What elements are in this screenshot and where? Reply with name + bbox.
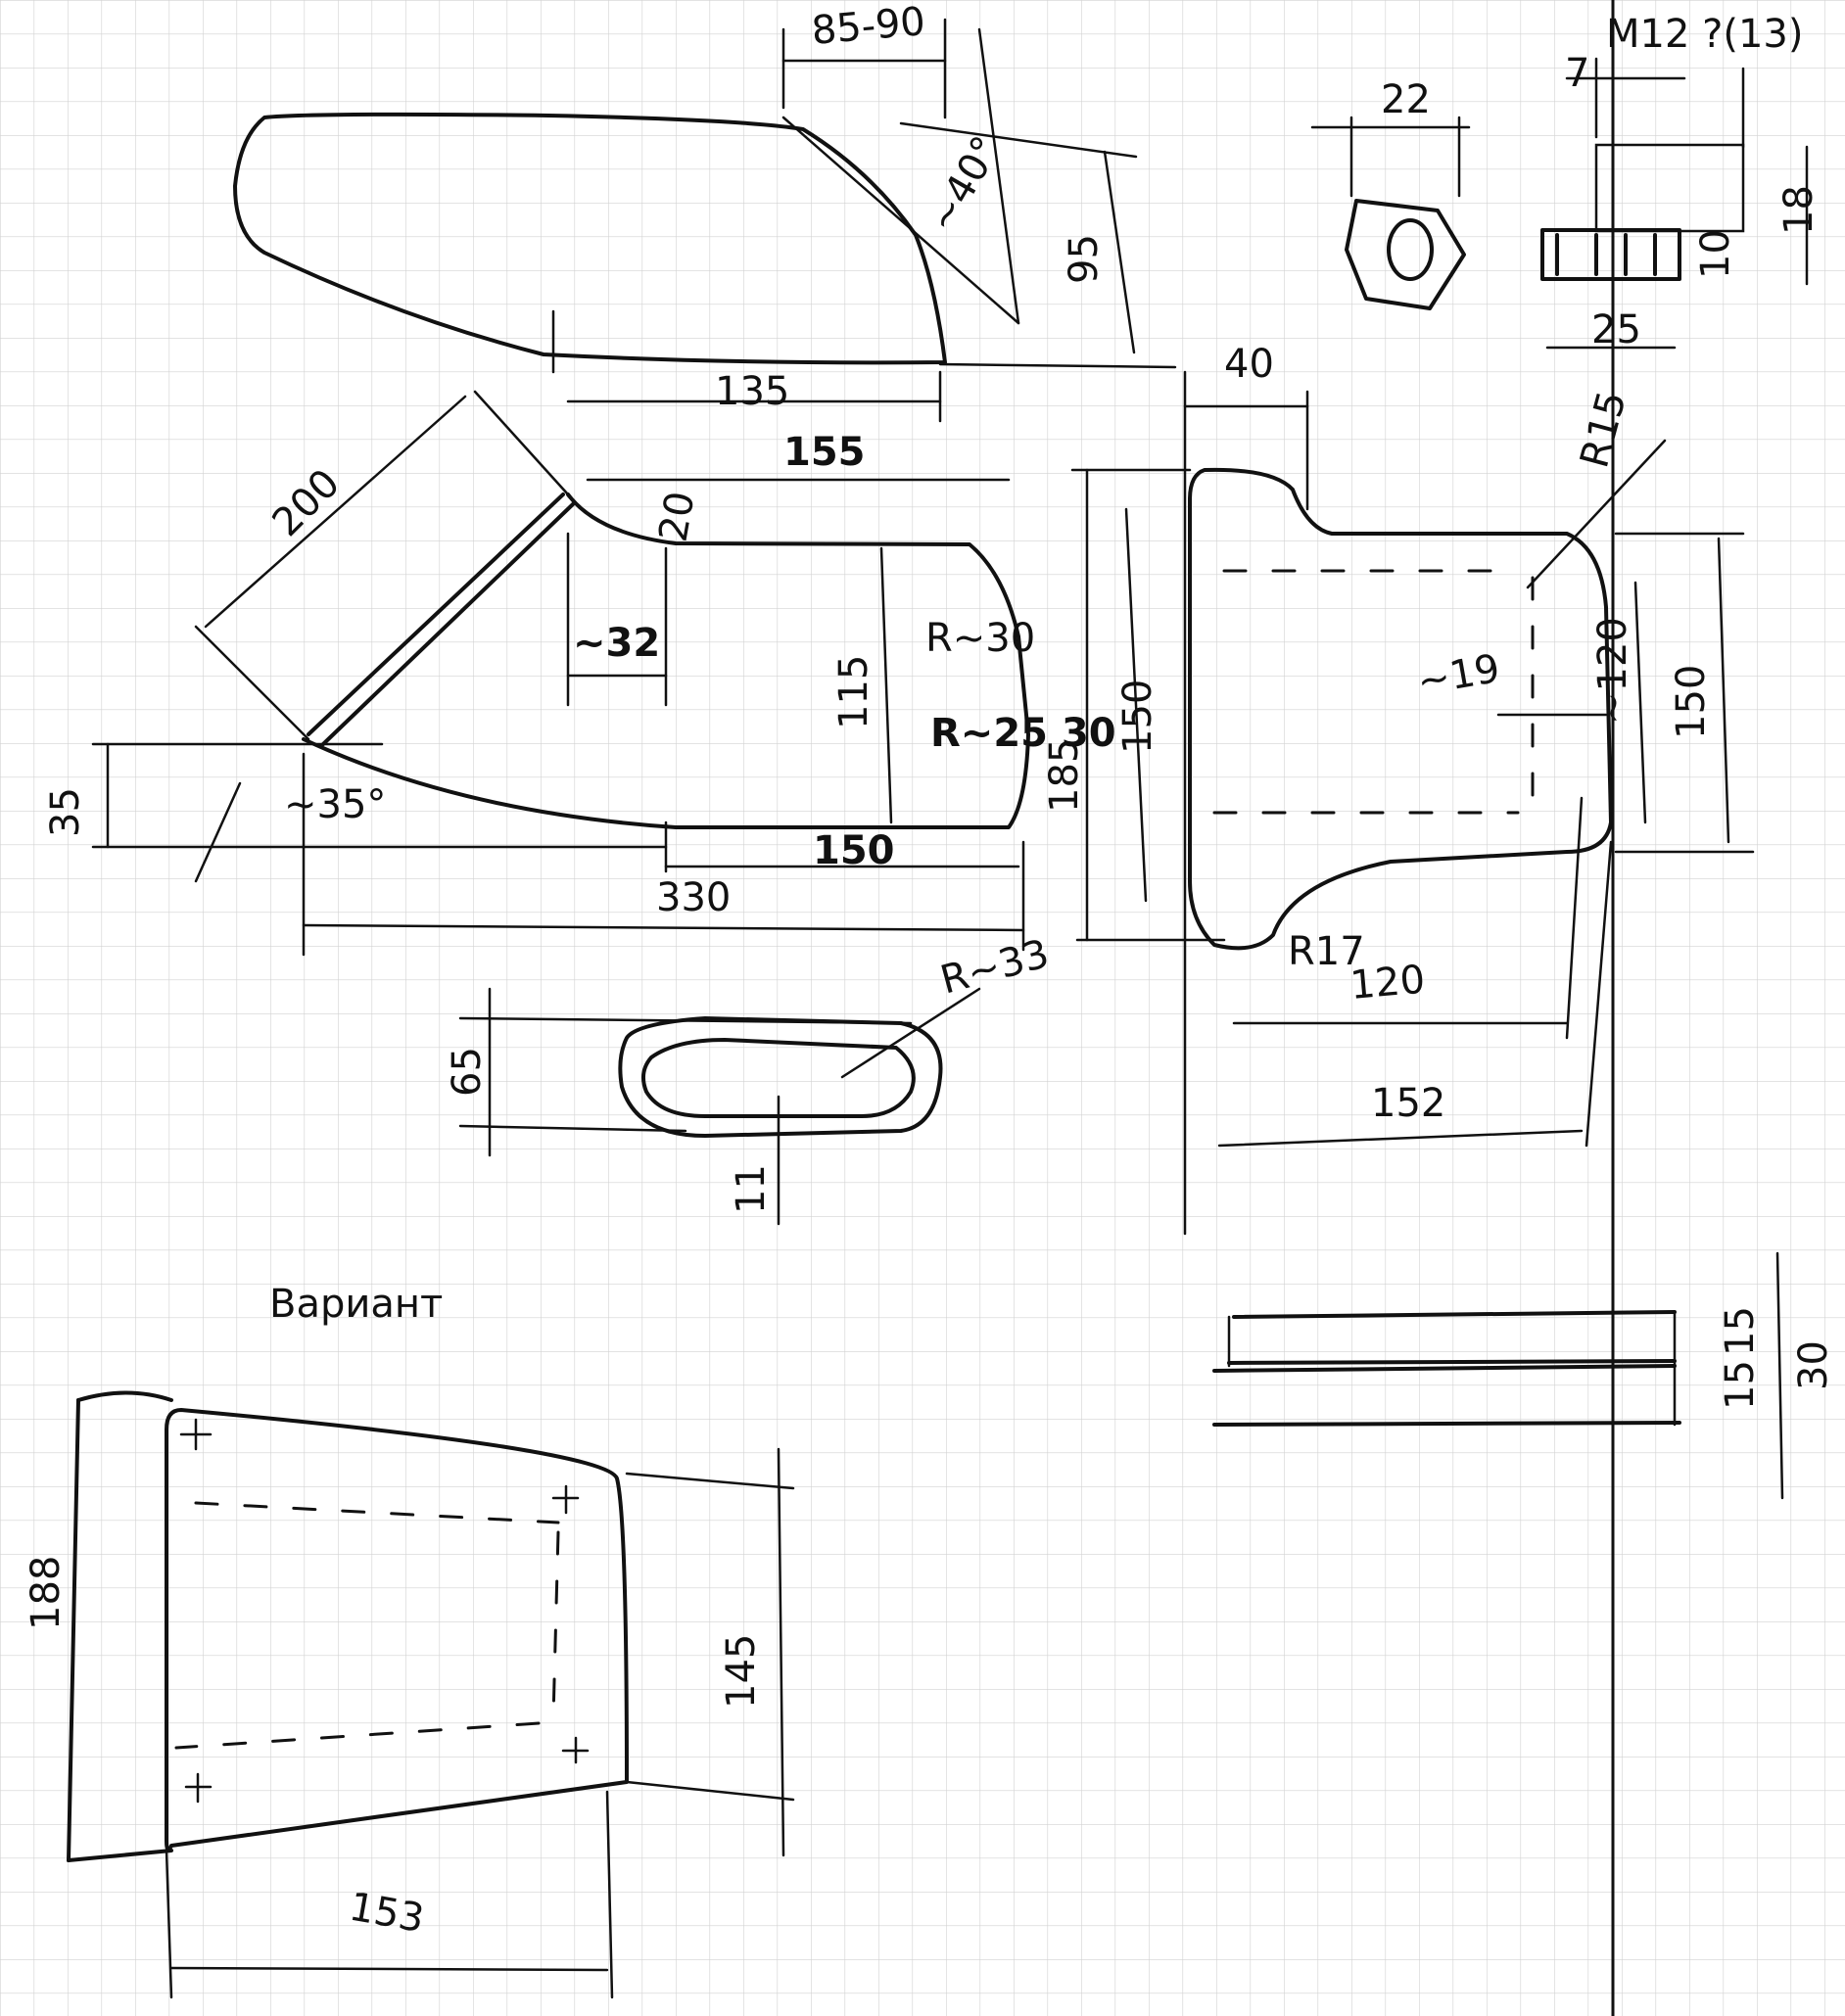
plan-top-w: 40 xyxy=(1224,342,1274,387)
tip-height: 95 xyxy=(1062,234,1107,284)
profile-left-h: 35 xyxy=(43,787,88,837)
profile-top: 155 xyxy=(783,430,866,475)
profile-height: 115 xyxy=(831,655,876,729)
profile-r-top: R~30 xyxy=(925,616,1035,661)
plate-total: 30 xyxy=(1791,1340,1836,1390)
plan-view: 40 R15 150 ~120 ~19 185 150 R17 120 152 xyxy=(1042,342,1755,1236)
hex-nut: 22 xyxy=(1310,77,1471,310)
plan-inner-h: ~120 xyxy=(1590,617,1635,725)
profile-overall: 330 xyxy=(656,875,731,920)
plan-left-h: 185 xyxy=(1042,738,1087,813)
plate-section: 15 15 30 xyxy=(1212,1251,1836,1500)
plan-inner-left: 150 xyxy=(1115,680,1160,754)
oval-wall: 11 xyxy=(729,1164,774,1214)
hex-nut-width: 22 xyxy=(1381,77,1431,122)
plan-right-h: 150 xyxy=(1669,665,1714,739)
profile-approx: ~32 xyxy=(573,621,660,666)
tip-width: 135 xyxy=(715,369,789,414)
bolt-detail: M12 ?(13) 7 18 10 25 xyxy=(1540,12,1821,352)
bolt-d25: 25 xyxy=(1591,307,1641,352)
tip-outline xyxy=(233,112,947,365)
variant-left-h: 188 xyxy=(24,1556,69,1630)
tip-top-range: 85-90 xyxy=(810,0,927,54)
variant-right-h: 145 xyxy=(719,1634,764,1709)
profile-small-h: 20 xyxy=(651,489,704,545)
plan-w1: 120 xyxy=(1348,957,1427,1008)
plate-t2: 15 xyxy=(1718,1360,1763,1410)
main-profile: 200 155 20 ~32 115 R~30 R~25 30 35 ~35° … xyxy=(43,390,1116,1004)
oval-section: 65 11 xyxy=(445,987,981,1226)
plan-w2: 152 xyxy=(1371,1081,1445,1126)
profile-r-mid: R~25 30 xyxy=(930,711,1116,756)
bolt-d10: 10 xyxy=(1693,229,1738,279)
variant-outline xyxy=(165,1408,629,1852)
plan-r-bottom: R17 xyxy=(1288,929,1365,974)
variant-drawing: Вариант 188 145 153 xyxy=(24,1282,795,1999)
oval-height: 65 xyxy=(445,1047,490,1097)
profile-outline xyxy=(302,492,1030,829)
plate-t1: 15 xyxy=(1718,1306,1763,1356)
profile-bottom: 150 xyxy=(813,828,895,873)
profile-angle: ~35° xyxy=(284,782,386,827)
variant-title: Вариант xyxy=(269,1282,443,1327)
bolt-spec: M12 ?(13) xyxy=(1606,12,1803,57)
bolt-d7: 7 xyxy=(1565,51,1589,96)
bolt-d18: 18 xyxy=(1776,185,1821,235)
